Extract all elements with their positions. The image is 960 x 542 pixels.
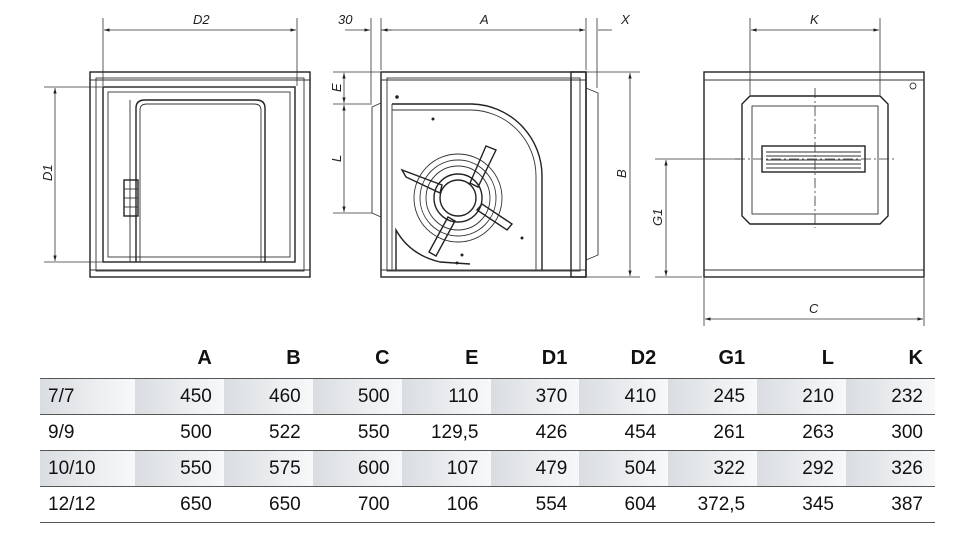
e-label: E xyxy=(329,83,344,92)
table-cell: 554 xyxy=(490,486,580,523)
table-cell: 326 xyxy=(846,450,935,487)
table-row: 7/7 450 460 500 110 370 410 245 210 232 xyxy=(40,378,935,415)
table-row: 9/9 500 522 550 129,5 426 454 261 263 30… xyxy=(40,414,935,451)
table-cell: 345 xyxy=(757,486,846,523)
b-label: B xyxy=(614,169,629,178)
table-cell: 650 xyxy=(223,486,313,523)
x-label: X xyxy=(620,12,631,27)
header-g1: G1 xyxy=(718,346,746,369)
table-cell: 450 xyxy=(135,378,224,415)
table-cell: 322 xyxy=(668,450,758,487)
header-model xyxy=(40,338,135,379)
table-cell: 107 xyxy=(401,450,491,487)
table-cell: 129,5 xyxy=(401,414,491,451)
header-a: A xyxy=(197,346,212,369)
table-cell: 550 xyxy=(312,414,402,451)
header-d1: D1 xyxy=(541,346,568,369)
table-cell: 370 xyxy=(490,378,580,415)
table-cell: 292 xyxy=(757,450,846,487)
table-cell: 500 xyxy=(135,414,224,451)
table-cell: 9/9 xyxy=(40,414,135,451)
d2-label: D2 xyxy=(193,12,210,27)
table-cell: 426 xyxy=(490,414,580,451)
k-label: K xyxy=(810,12,820,27)
table-cell: 550 xyxy=(135,450,224,487)
table-cell: 110 xyxy=(401,378,491,415)
table-cell: 210 xyxy=(757,378,846,415)
middle-view: 30 A X E L B xyxy=(329,12,640,278)
dimensions-table: A B C E D1 D2 G1 L K 7/7 450 460 500 110… xyxy=(40,338,935,523)
table-header-row: A B C E D1 D2 G1 L K xyxy=(40,338,935,379)
table-cell: 504 xyxy=(579,450,669,487)
table-cell: 500 xyxy=(312,378,402,415)
table-cell: 575 xyxy=(223,450,313,487)
table-cell: 106 xyxy=(401,486,491,523)
table-cell: 300 xyxy=(846,414,935,451)
table-cell: 410 xyxy=(579,378,669,415)
header-c: C xyxy=(375,346,390,369)
table-cell: 650 xyxy=(135,486,224,523)
left-view: D2 D1 xyxy=(40,12,311,278)
table-row: 10/10 550 575 600 107 479 504 322 292 32… xyxy=(40,450,935,487)
table-cell: 245 xyxy=(668,378,758,415)
table-cell: 12/12 xyxy=(40,486,135,523)
table-cell: 604 xyxy=(579,486,669,523)
g1-label: G1 xyxy=(650,209,665,226)
table-cell: 700 xyxy=(312,486,402,523)
table-cell: 263 xyxy=(757,414,846,451)
technical-drawing: D2 D1 xyxy=(40,12,925,326)
header-k: K xyxy=(908,346,923,369)
table-cell: 261 xyxy=(668,414,758,451)
table-cell: 387 xyxy=(846,486,935,523)
right-view: K G1 C xyxy=(650,12,925,326)
table-row: 12/12 650 650 700 106 554 604 372,5 345 … xyxy=(40,486,935,523)
table-cell: 479 xyxy=(490,450,580,487)
table-cell: 522 xyxy=(223,414,313,451)
header-b: B xyxy=(286,346,301,369)
thirty-label: 30 xyxy=(338,12,353,27)
table-cell: 460 xyxy=(223,378,313,415)
d1-label: D1 xyxy=(40,164,55,181)
table-cell: 454 xyxy=(579,414,669,451)
header-d2: D2 xyxy=(630,346,657,369)
c-label: C xyxy=(809,301,819,316)
header-e: E xyxy=(465,346,479,369)
l-label: L xyxy=(329,155,344,162)
a-label: A xyxy=(479,12,489,27)
header-l: L xyxy=(821,346,834,369)
table-cell: 372,5 xyxy=(668,486,758,523)
table-cell: 232 xyxy=(846,378,935,415)
table-cell: 7/7 xyxy=(40,378,135,415)
table-cell: 10/10 xyxy=(40,450,135,487)
table-cell: 600 xyxy=(312,450,402,487)
